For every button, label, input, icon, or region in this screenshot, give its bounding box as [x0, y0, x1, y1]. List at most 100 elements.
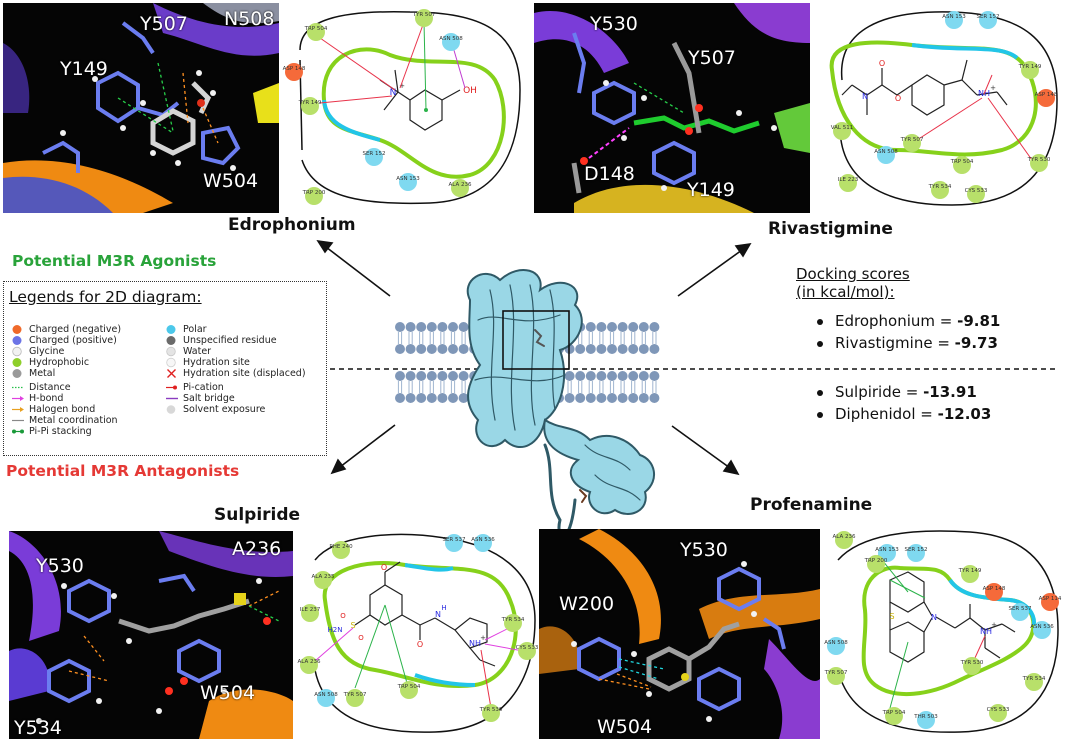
residue-asn508: ASN 508	[314, 692, 338, 698]
lipid-head	[638, 344, 649, 354]
sulpiride-atom-o-s2: O	[358, 634, 364, 642]
score-rivastigmine: Rivastigmine = -9.73	[817, 334, 998, 352]
residue-cys533: CYS 533	[965, 188, 988, 194]
residue-ala236: ALA 236	[833, 534, 856, 540]
residue-asp148: ASP 148	[1035, 92, 1058, 98]
lipid-head	[585, 322, 596, 332]
residue-asn536: ASN 536	[471, 537, 495, 543]
residue-tyr149: TYR 149	[298, 100, 322, 106]
lipid-head	[416, 371, 427, 381]
sulpiride-3d-panel: Y530 A236 W504 Y534	[9, 531, 293, 739]
residue-cys533: CYS 533	[516, 645, 539, 651]
legend-item-water: Water	[166, 346, 211, 357]
edrophonium-3d-render	[3, 3, 279, 213]
residue-asn153: ASN 153	[875, 547, 899, 553]
residue-ala235: ALA 235	[312, 574, 335, 580]
lipid-head	[405, 344, 416, 354]
arrow-magenta-icon	[12, 393, 24, 404]
edrophonium-atom-n: N	[390, 88, 397, 98]
lipid-head	[607, 344, 617, 354]
agonists-header: Potential M3R Agonists	[12, 252, 217, 270]
sulpiride-atom-o-methoxy: O	[381, 563, 387, 572]
red-dot-line-icon	[166, 382, 178, 393]
green-sphere-icon	[12, 357, 24, 368]
lipid-head	[416, 322, 427, 332]
residue-asn536: ASN 536	[1030, 624, 1054, 630]
line-gray-icon	[12, 415, 24, 426]
residue-cys533: CYS 533	[987, 707, 1010, 713]
lipid-head	[638, 393, 649, 403]
residue-trp504: TRP 504	[882, 710, 906, 716]
lipid-head	[628, 371, 639, 381]
lipid-head	[437, 344, 448, 354]
lipid-head	[649, 371, 660, 381]
lipid-head	[458, 393, 469, 403]
edrophonium-residues: TRP 504 TYR 507 ASN 508 ASP 148 TYR 149 …	[283, 9, 472, 205]
lipid-head	[575, 344, 586, 354]
arrows	[316, 239, 752, 476]
legend-box: Legends for 2D diagram: Charged (negativ…	[3, 281, 327, 456]
residue-asp148: ASP 148	[283, 66, 306, 72]
residue-label-y534: Y534	[14, 717, 62, 739]
pale-sphere-icon	[166, 357, 178, 368]
profenamine-atom-charge: +	[991, 621, 997, 629]
residue-tyr507: TYR 507	[343, 692, 367, 698]
legend-item-charged-positive: Charged (positive)	[12, 335, 117, 346]
residue-ala236: ALA 236	[449, 182, 472, 188]
residue-ser537: SER 537	[442, 537, 466, 543]
residue-ile223: ILE 223	[838, 177, 859, 183]
edrophonium-atom-oh: OH	[463, 86, 477, 96]
sulpiride-atom-charge: +	[480, 634, 486, 642]
legend-item-metal-coordination: Metal coordination	[12, 415, 118, 426]
lipid-head	[437, 322, 448, 332]
lipid-head	[617, 393, 628, 403]
bullet-dot	[817, 318, 823, 325]
residue-trp200: TRP 200	[302, 190, 326, 196]
residue-tyr149: TYR 149	[1018, 64, 1042, 70]
legend-item-metal: Metal	[12, 368, 55, 379]
residue-tyr530: TYR 530	[479, 707, 503, 713]
residue-asn508: ASN 508	[824, 640, 848, 646]
edrophonium-2d-svg: N + OH TRP 504 TYR 507 ASN 508 ASP 148 T…	[283, 9, 521, 205]
score-sulpiride: Sulpiride = -13.91	[817, 383, 977, 401]
residue-label-w200: W200	[559, 593, 615, 615]
profenamine-3d-panel: Y530 W200 W504	[539, 529, 820, 739]
legend-item-hydration-site-displaced: Hydration site (displaced)	[166, 368, 306, 379]
docking-title: Docking scores (in kcal/mol):	[796, 265, 910, 301]
lipid-head	[585, 344, 596, 354]
profenamine-atom-nh: NH	[980, 627, 992, 636]
lipid-head	[649, 393, 660, 403]
rivastigmine-atom-n: N	[862, 92, 868, 101]
residue-asn153: ASN 153	[396, 176, 420, 182]
legend-item-polar: Polar	[166, 324, 207, 335]
sulpiride-2d-diagram: O S O O H2N O N H NH + PHE 240 ALA 235 I…	[295, 520, 545, 742]
lipid-head	[426, 322, 437, 332]
lipid-head	[437, 371, 448, 381]
bullet-dot	[817, 411, 823, 418]
lipid-head	[575, 393, 586, 403]
sulpiride-atom-nh: NH	[469, 639, 481, 648]
residue-label-a236: A236	[232, 538, 282, 560]
residue-label-y507: Y507	[140, 13, 188, 35]
lipid-head	[448, 371, 458, 381]
rivastigmine-atom-charge: +	[990, 84, 996, 92]
purple-line-icon	[166, 393, 178, 404]
protein-ribbon	[466, 269, 655, 538]
lipid-head	[628, 322, 639, 332]
sulpiride-atom-o-amide: O	[417, 640, 423, 649]
residue-label-w504: W504	[597, 716, 653, 738]
legend-title: Legends for 2D diagram:	[9, 288, 202, 306]
legend-item-halogen-bond: Halogen bond	[12, 404, 95, 415]
lipid-head	[575, 371, 586, 381]
sulpiride-3d-render	[9, 531, 293, 739]
rivastigmine-residues: ASN 153 SER 152 TYR 149 ASP 148 VAL 511 …	[831, 11, 1058, 203]
score-edrophonium: Edrophonium = -9.81	[817, 312, 1000, 330]
sulpiride-atom-o-s1: O	[340, 612, 346, 620]
dark-gray-sphere-icon	[166, 335, 178, 346]
lipid-head	[607, 393, 617, 403]
lipid-head	[607, 371, 617, 381]
legend-item-hydrophobic: Hydrophobic	[12, 357, 89, 368]
lipid-head	[416, 393, 427, 403]
lipid-head	[628, 344, 639, 354]
lipid-head	[448, 393, 458, 403]
